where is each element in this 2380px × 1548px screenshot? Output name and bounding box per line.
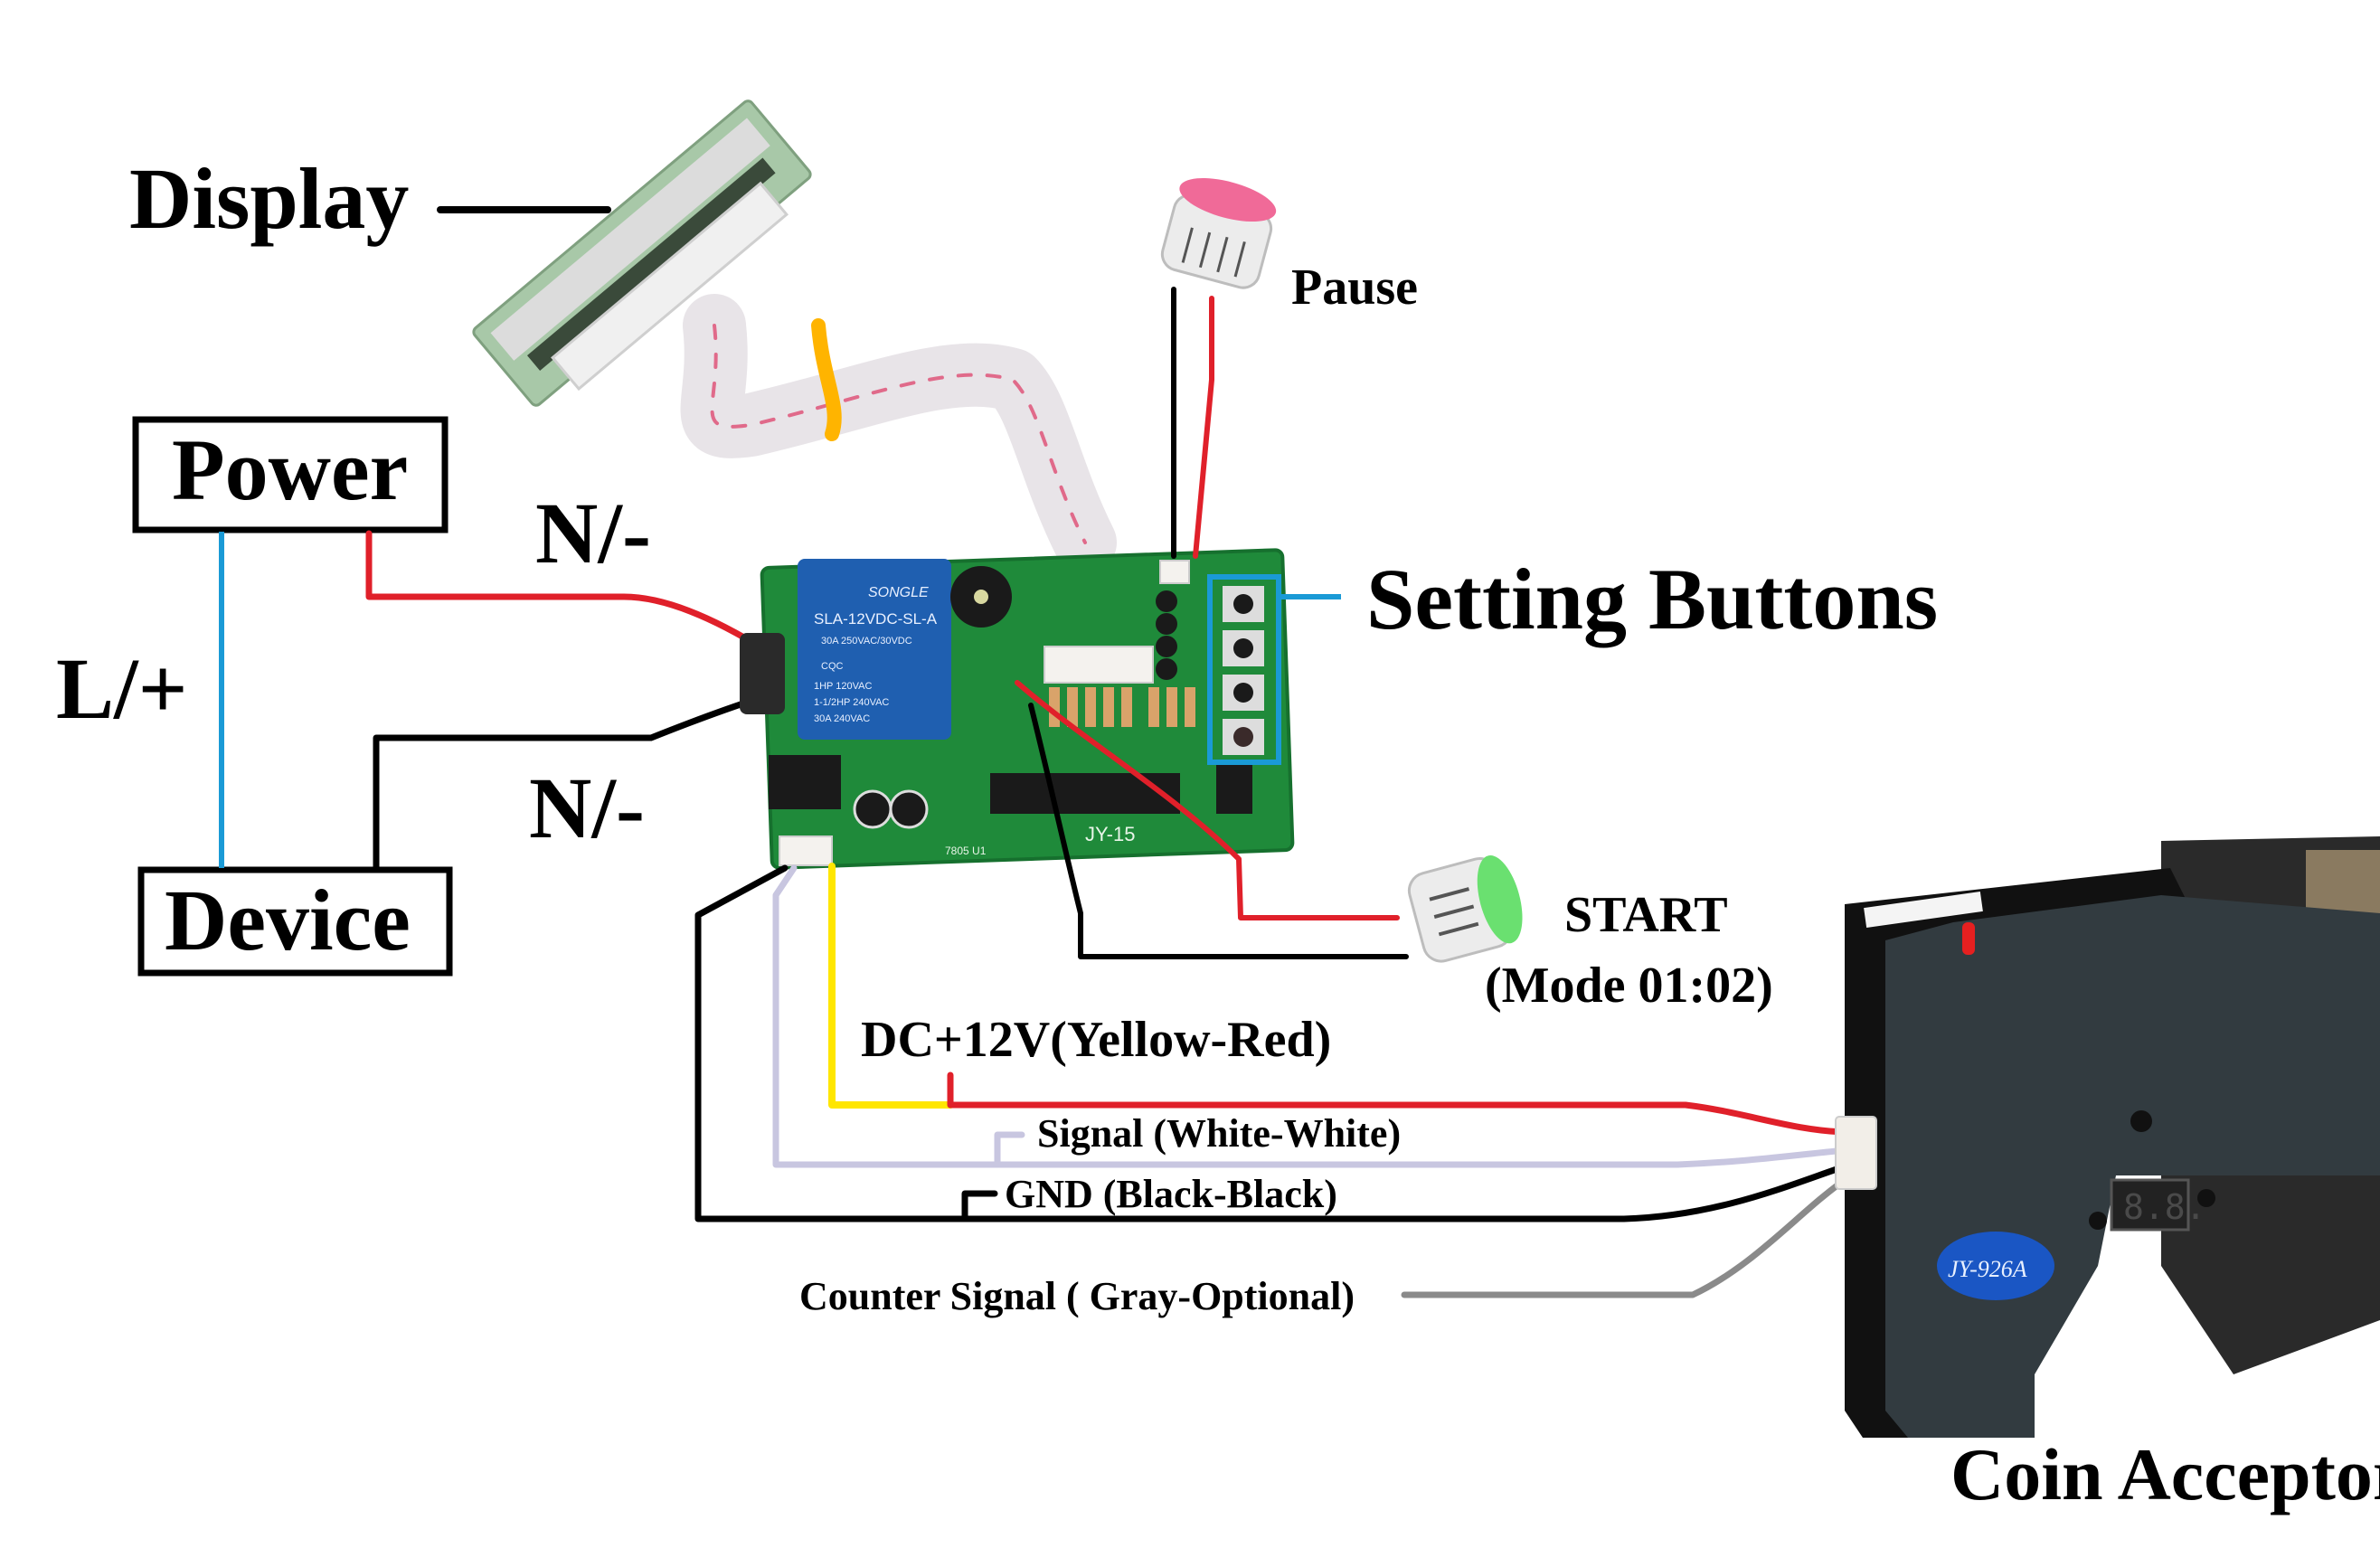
- svg-text:CQC: CQC: [821, 661, 844, 672]
- tactile-button-1[interactable]: [1223, 586, 1264, 622]
- relay: SONGLE SLA-12VDC-SL-A 30A 250VAC/30VDC C…: [798, 559, 951, 740]
- dc12v-label: DC+12V(Yellow-Red): [861, 1012, 1331, 1068]
- con3-connector: [779, 835, 833, 866]
- microcontroller-chip: [990, 773, 1180, 814]
- svg-text:SONGLE: SONGLE: [868, 585, 929, 600]
- power-box: [132, 416, 449, 533]
- svg-text:30A 240VAC: 30A 240VAC: [814, 713, 870, 724]
- pause-label: Pause: [1291, 260, 1418, 316]
- svg-text:JY-15: JY-15: [1085, 823, 1135, 845]
- gnd-black-wire: [694, 864, 1848, 1222]
- setting-buttons-highlight: [1207, 574, 1281, 765]
- start-red-wire: [1015, 680, 1400, 920]
- setting-buttons-label: Setting Buttons: [1366, 551, 1938, 647]
- device-label: Device: [165, 872, 411, 968]
- device-box: [137, 866, 453, 977]
- svg-text:8.8.: 8.8.: [2123, 1187, 2206, 1227]
- display-module: [472, 99, 1117, 574]
- svg-text:JY-926A: JY-926A: [1948, 1256, 2027, 1282]
- display-label: Display: [129, 150, 409, 247]
- counter-gray-wire: [1401, 1176, 1848, 1298]
- svg-text:30A 250VAC/30VDC: 30A 250VAC/30VDC: [821, 636, 912, 647]
- counter-signal-label: Counter Signal ( Gray-Optional): [799, 1274, 1355, 1318]
- signal-label: Signal (White-White): [1037, 1111, 1401, 1156]
- signal-white-wire: [772, 864, 1848, 1168]
- tactile-button-3[interactable]: [1223, 675, 1264, 711]
- tactile-button-2[interactable]: [1223, 630, 1264, 666]
- terminal-block: [740, 633, 785, 714]
- neutral-bottom-label: N/-: [529, 760, 645, 856]
- start-label: START: [1564, 887, 1728, 943]
- svg-text:1HP 120VAC: 1HP 120VAC: [814, 681, 872, 692]
- led-indicator: [1962, 922, 1975, 955]
- svg-text:1-1/2HP 240VAC: 1-1/2HP 240VAC: [814, 697, 889, 708]
- controller-board: SONGLE SLA-12VDC-SL-A 30A 250VAC/30VDC C…: [740, 548, 1295, 870]
- start-button: [1407, 855, 1523, 963]
- tactile-button-4[interactable]: [1223, 719, 1264, 755]
- gnd-label: GND (Black-Black): [1005, 1172, 1337, 1216]
- model-badge: [1937, 1232, 2054, 1300]
- pause-button: [1160, 178, 1277, 559]
- coin-count-display: [2110, 1178, 2190, 1232]
- live-label: L/+: [56, 640, 187, 737]
- svg-text:7805 U1: 7805 U1: [945, 845, 987, 857]
- neutral-top-label: N/-: [535, 485, 651, 581]
- coin-acceptor: 8.8. JY-926A: [1835, 836, 2380, 1438]
- start-mode-label: (Mode 01:02): [1485, 958, 1773, 1014]
- dc-red-wire: [947, 1071, 1848, 1136]
- svg-text:SLA-12VDC-SL-A: SLA-12VDC-SL-A: [814, 610, 938, 628]
- dc-jack: [769, 755, 841, 809]
- power-label: Power: [172, 421, 408, 518]
- coin-connector: [1835, 1116, 1877, 1190]
- dc-yellow-wire: [828, 863, 954, 1109]
- setting-buttons-group: [1207, 574, 1341, 765]
- coin-acceptor-label: Coin Acceptor: [1950, 1433, 2380, 1515]
- start-black-wire: [1028, 703, 1409, 959]
